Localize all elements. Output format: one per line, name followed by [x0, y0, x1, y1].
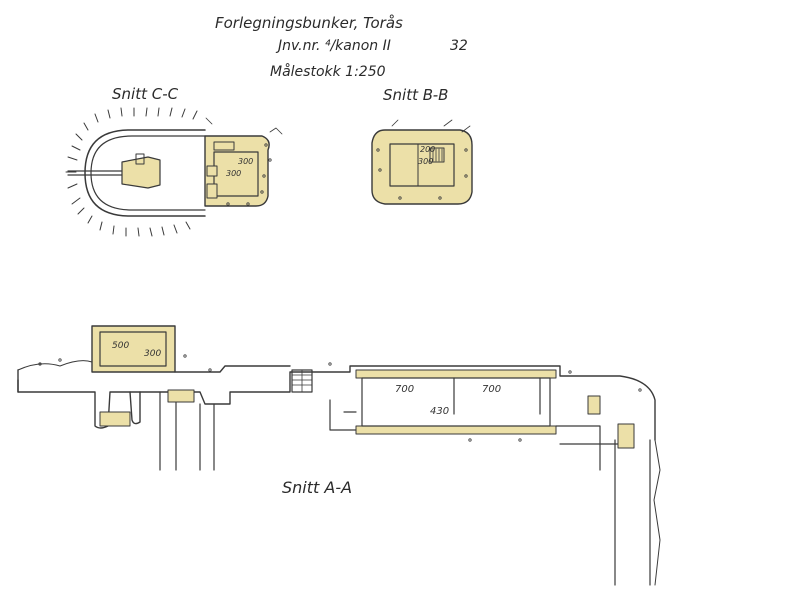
bunker-block-cc	[204, 135, 270, 207]
title-line-1: Forlegningsbunker, Torås	[215, 14, 403, 32]
dim-aa-1: 500	[112, 341, 129, 351]
lower-recess	[329, 399, 357, 431]
bunker-block-bb	[371, 129, 473, 205]
earth-stipple-aa	[38, 354, 642, 442]
dim-aa-5: 700	[482, 384, 501, 395]
section-bb: Snitt B-B 200 300	[371, 86, 473, 205]
dim-aa-3: 700	[395, 384, 414, 395]
tower-room	[99, 331, 167, 367]
ground-line-left	[17, 360, 93, 371]
section-aa-label: Snitt A-A	[282, 478, 352, 497]
earth-stipple-bb	[376, 119, 471, 200]
passage-top-wall	[174, 365, 291, 373]
section-cc-label: Snitt C-C	[112, 85, 179, 103]
emplacement-inner-wall	[90, 135, 206, 211]
pillar-cc-2	[206, 183, 218, 199]
dim-bb-2: 300	[418, 157, 433, 166]
hatched-block	[167, 389, 195, 403]
bunker-room-bb	[389, 143, 455, 187]
dim-cc-2: 300	[226, 169, 241, 178]
right-shaft	[614, 439, 651, 586]
section-bb-label: Snitt B-B	[383, 86, 448, 104]
bb-vent	[429, 147, 445, 163]
right-lower-wall	[555, 425, 621, 471]
title-block: Forlegningsbunker, Torås Jnv.nr. ⁴/kanon…	[215, 14, 468, 80]
hall-ceiling	[355, 369, 557, 379]
passage-stub	[17, 379, 141, 425]
right-block	[587, 395, 601, 415]
left-footing	[99, 411, 131, 427]
dim-aa-4: 430	[430, 406, 449, 417]
section-cc: Snitt C-C 300	[65, 85, 283, 237]
right-pillar	[617, 423, 635, 449]
hall-room	[361, 377, 551, 427]
gun-mount	[121, 156, 161, 189]
dim-bb-1: 200	[420, 145, 435, 154]
bunker-opening-cc	[213, 141, 235, 151]
bb-vent-grille	[432, 148, 443, 162]
hall-floor	[355, 425, 557, 435]
earth-hatching-cc	[65, 107, 198, 237]
dim-cc-1: 300	[238, 157, 253, 166]
passage-outer-upper	[17, 365, 656, 441]
pillar-cc-1	[206, 165, 218, 177]
earth-stipple-cc	[205, 117, 283, 206]
shaft-walls	[159, 391, 215, 471]
stair-treads	[291, 369, 313, 393]
emplacement-wall	[84, 129, 206, 217]
tower-block	[91, 325, 176, 373]
dim-aa-2: 300	[144, 349, 161, 359]
scale-label: Målestokk 1:250	[270, 63, 386, 80]
section-aa: 500 300 700 430 700	[17, 325, 661, 586]
drawing-number: 32	[450, 38, 468, 54]
title-line-2: Jnv.nr. ⁴/kanon II	[275, 38, 391, 54]
gun-breech	[135, 153, 145, 165]
right-ground-line	[653, 439, 661, 586]
